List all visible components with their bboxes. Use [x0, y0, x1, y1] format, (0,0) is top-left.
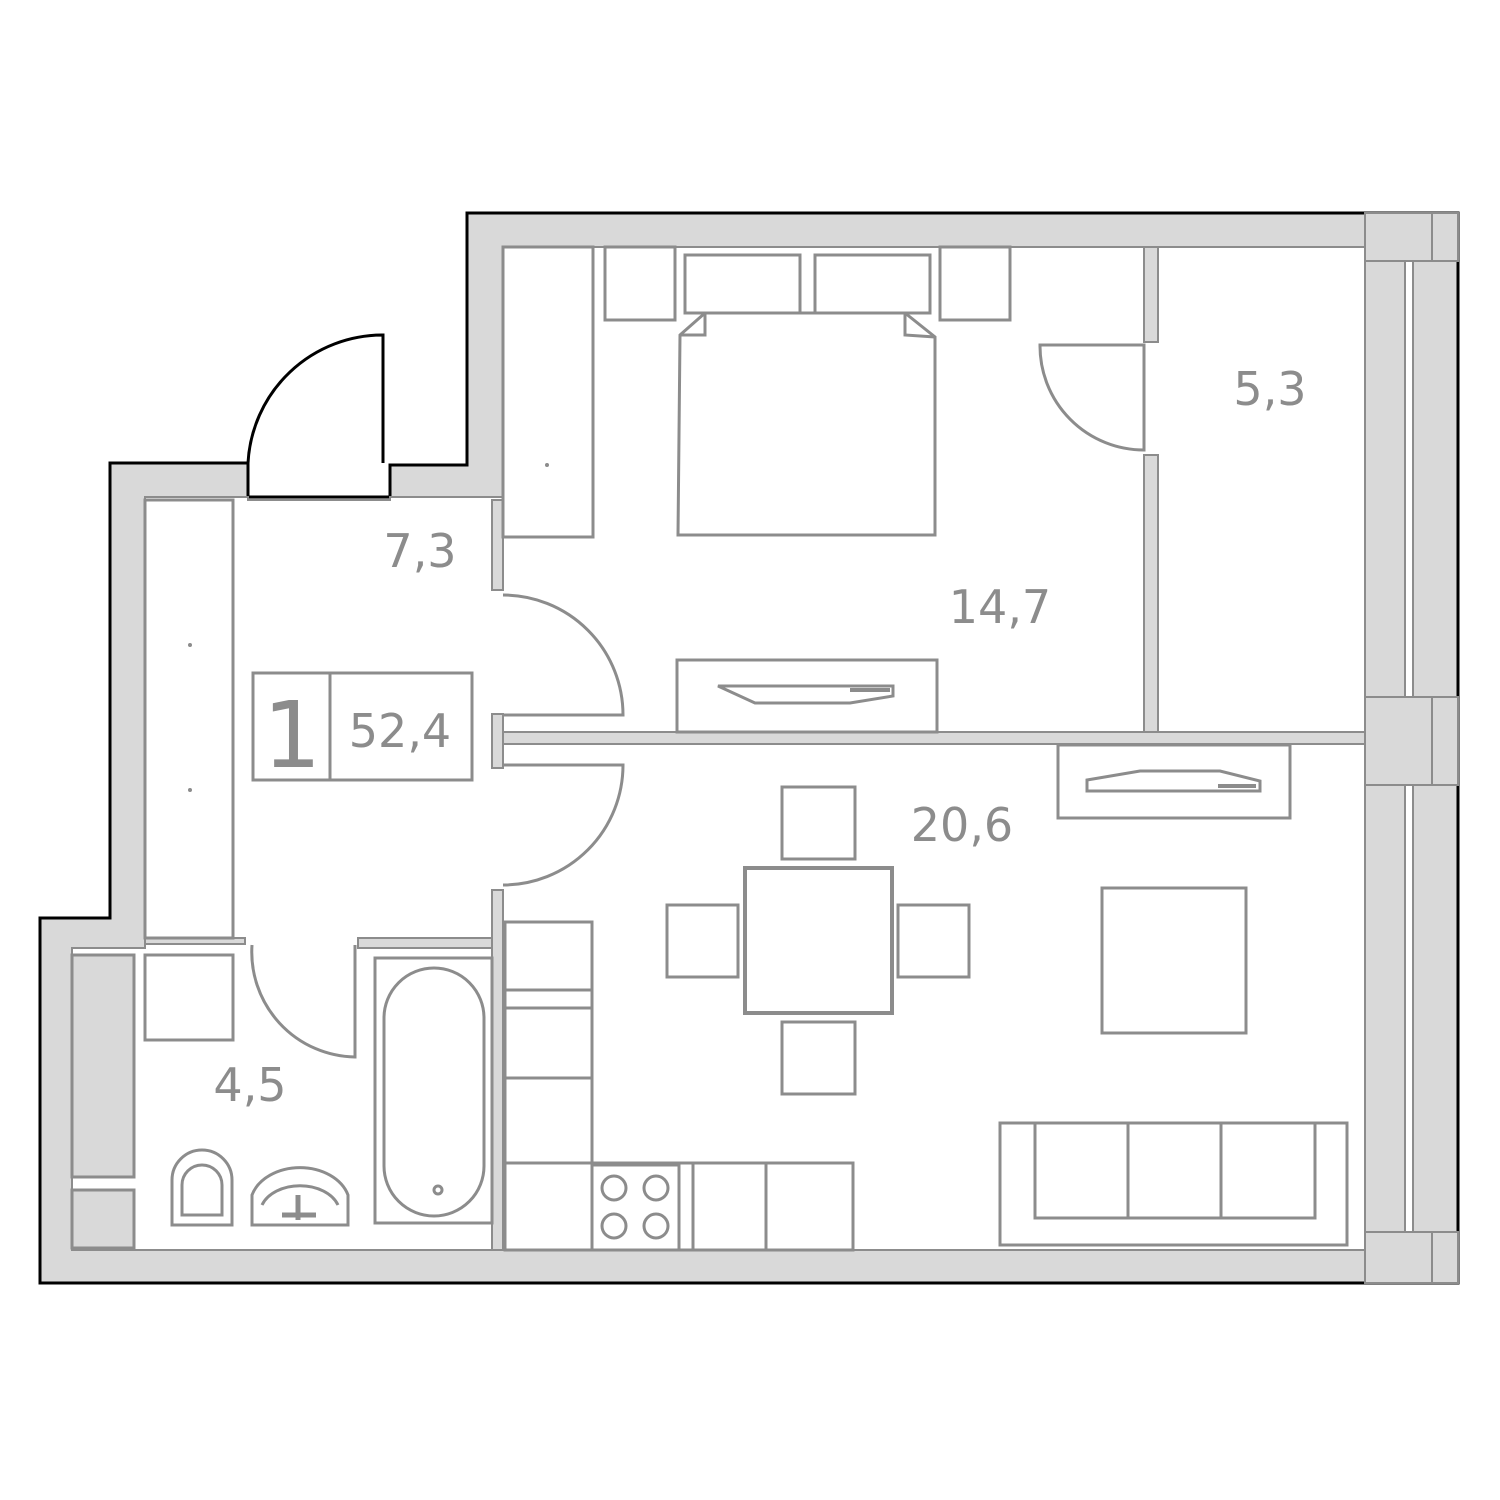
- badge-frame: [251, 671, 474, 782]
- bathtub-drain: [432, 1184, 444, 1196]
- room-area-living-kitchen: 20,6: [911, 798, 1013, 852]
- shaft-column: [70, 953, 136, 1179]
- bed-blanket-fold: [680, 313, 936, 339]
- doors[interactable]: [246, 333, 1146, 1059]
- burner: [600, 1212, 628, 1240]
- wall-hall-divider: [491, 713, 504, 769]
- burner: [600, 1174, 628, 1202]
- window-glass-upper: [1404, 260, 1414, 698]
- bathtub-frame: [373, 956, 494, 1225]
- total-area: 52,4: [349, 704, 451, 758]
- wall-hall-kitchen: [491, 889, 504, 1251]
- sink-bowl: [260, 1184, 340, 1206]
- wardrobe-dot: [545, 463, 549, 467]
- kitchen-door-swing[interactable]: [502, 763, 625, 887]
- stove: [590, 1163, 681, 1252]
- closet-door-swing[interactable]: [1038, 343, 1146, 452]
- bedroom-wardrobe: [501, 245, 595, 539]
- tv-living: [1085, 769, 1262, 793]
- toilet-seat: [180, 1163, 224, 1217]
- tv-stand-living: [1056, 743, 1292, 820]
- hall-wardrobe: [143, 498, 235, 940]
- room-area-bedroom: 14,7: [949, 580, 1051, 634]
- wall-bedroom-kitchen: [502, 731, 1366, 745]
- room-area-hall: 7,3: [383, 524, 456, 578]
- rooms-count: 1: [263, 682, 322, 789]
- window-glass-lower: [1404, 784, 1414, 1233]
- wall-bedroom-loggia-top: [1143, 246, 1159, 343]
- window-frame-bottom: [1364, 1231, 1459, 1284]
- toilet: [170, 1148, 234, 1227]
- bedroom-door-swing[interactable]: [502, 593, 625, 717]
- chair-left: [665, 903, 740, 979]
- sofa-seat: [1033, 1121, 1317, 1220]
- wardrobe: [143, 498, 235, 940]
- apartment-badge: 1 52,4: [251, 671, 474, 789]
- wardrobe-dot: [188, 788, 192, 792]
- dining-table: [743, 866, 894, 1015]
- burner: [642, 1174, 670, 1202]
- chair-top: [780, 785, 857, 861]
- bedroom-furniture: [501, 245, 1012, 734]
- bathroom-fixtures: [143, 953, 494, 1227]
- exterior-walls: [38, 211, 1460, 1285]
- burner: [642, 1212, 670, 1240]
- chair-bottom: [780, 1020, 857, 1096]
- bathtub: [382, 966, 486, 1218]
- wall-bath-top: [357, 937, 493, 949]
- shaft-base: [70, 1188, 136, 1250]
- bathroom-door-swing[interactable]: [250, 944, 357, 1059]
- room-area-loggia: 5,3: [1233, 362, 1306, 416]
- entrance-door-swing[interactable]: [246, 333, 385, 464]
- tv-stand-bedroom: [675, 658, 939, 734]
- living-kitchen-furniture: [503, 743, 1349, 1252]
- armchair-table: [1100, 886, 1248, 1035]
- window-frame-middle: [1364, 696, 1459, 786]
- sink: [250, 1166, 350, 1227]
- tv-bedroom: [717, 684, 895, 705]
- area-labels: 7,3 14,7 5,3 20,6 4,5: [213, 362, 1306, 1112]
- nightstand-left: [603, 245, 677, 322]
- room-area-bathroom: 4,5: [213, 1058, 286, 1112]
- wall-bedroom-loggia-bottom: [1143, 454, 1159, 733]
- wardrobe-dot: [188, 643, 192, 647]
- nightstand-right: [938, 245, 1012, 322]
- laundry-cabinet: [143, 953, 235, 1042]
- chair-right: [896, 903, 971, 979]
- window-frame-top: [1364, 212, 1459, 262]
- wall-hall-bedroom: [491, 499, 504, 591]
